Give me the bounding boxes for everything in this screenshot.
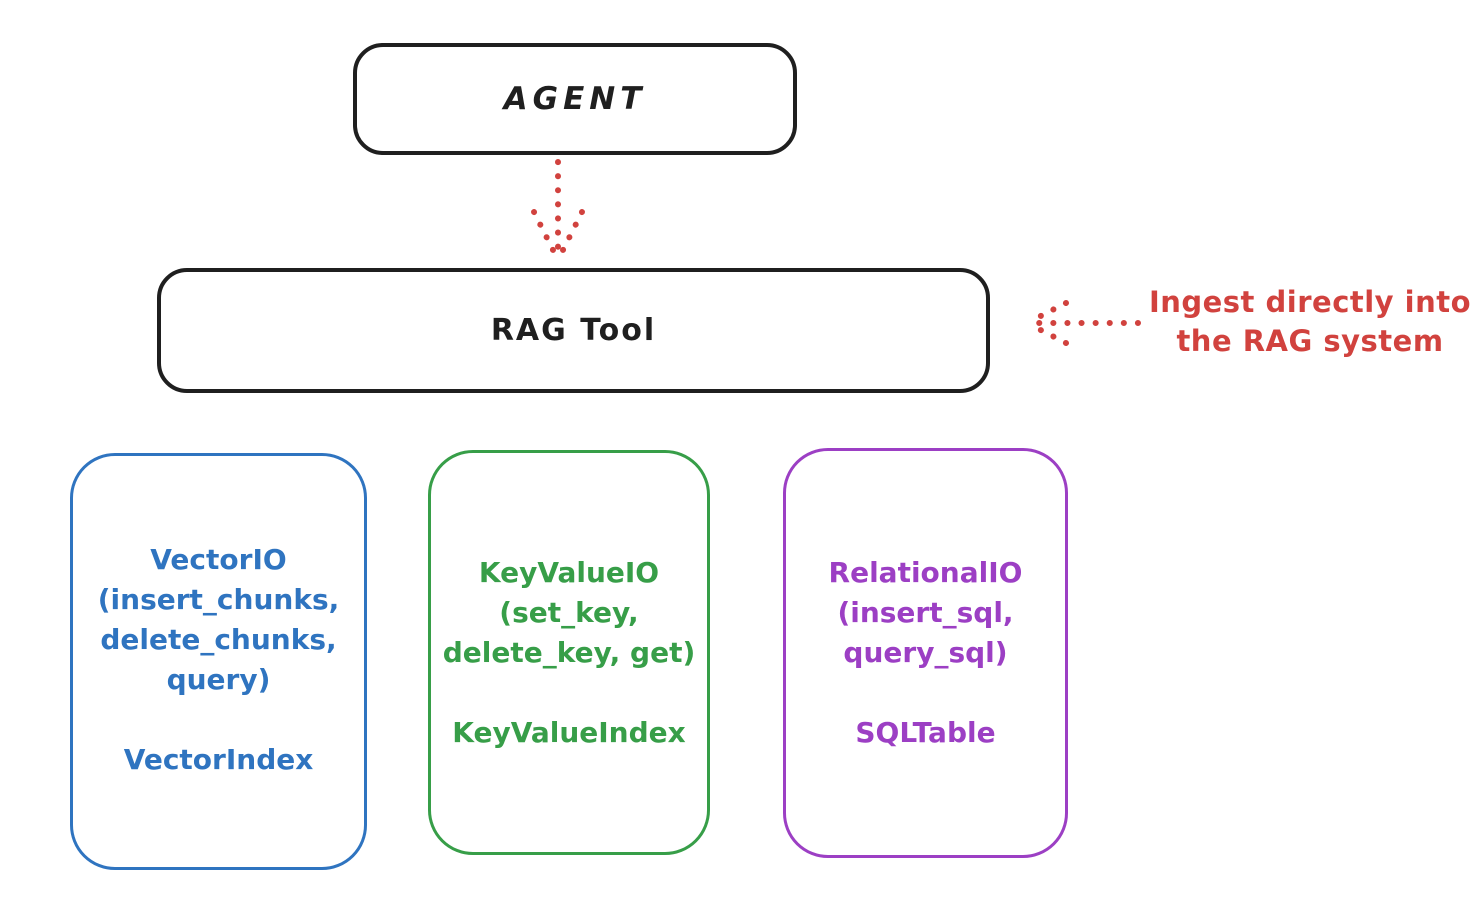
vector-index-label: VectorIndex [123,743,314,776]
keyvalue-io-line: KeyValueIO [478,556,660,589]
agent-box: AGENT [353,43,797,155]
ingest-annotation: Ingest directly into the RAG system [1140,283,1480,361]
vector-io-box: VectorIO (insert_chunks, delete_chunks, … [70,453,367,870]
ingest-arrow-icon [1026,300,1141,346]
agent-label: AGENT [503,81,647,117]
rag-tool-box: RAG Tool [157,268,990,393]
vector-io-line: delete_chunks, [100,623,337,656]
relational-io-line: (insert_sql, [837,596,1014,629]
keyvalue-index-label: KeyValueIndex [452,716,686,749]
vector-io-line: (insert_chunks, [97,583,340,616]
keyvalue-io-line: delete_key, get) [442,636,696,669]
keyvalue-io-box: KeyValueIO (set_key, delete_key, get) Ke… [428,450,710,855]
sql-table-label: SQLTable [855,716,996,749]
relational-io-box: RelationalIO (insert_sql, query_sql) SQL… [783,448,1068,858]
vector-io-line: query) [166,663,271,696]
ingest-annotation-line2: the RAG system [1176,324,1444,358]
ingest-annotation-line1: Ingest directly into [1148,285,1472,319]
relational-io-line: query_sql) [843,636,1008,669]
agent-to-rag-arrow-icon [531,159,585,261]
relational-io-line: RelationalIO [828,556,1023,589]
vector-io-line: VectorIO [150,543,287,576]
keyvalue-io-line: (set_key, [499,596,639,629]
rag-tool-label: RAG Tool [490,313,657,348]
